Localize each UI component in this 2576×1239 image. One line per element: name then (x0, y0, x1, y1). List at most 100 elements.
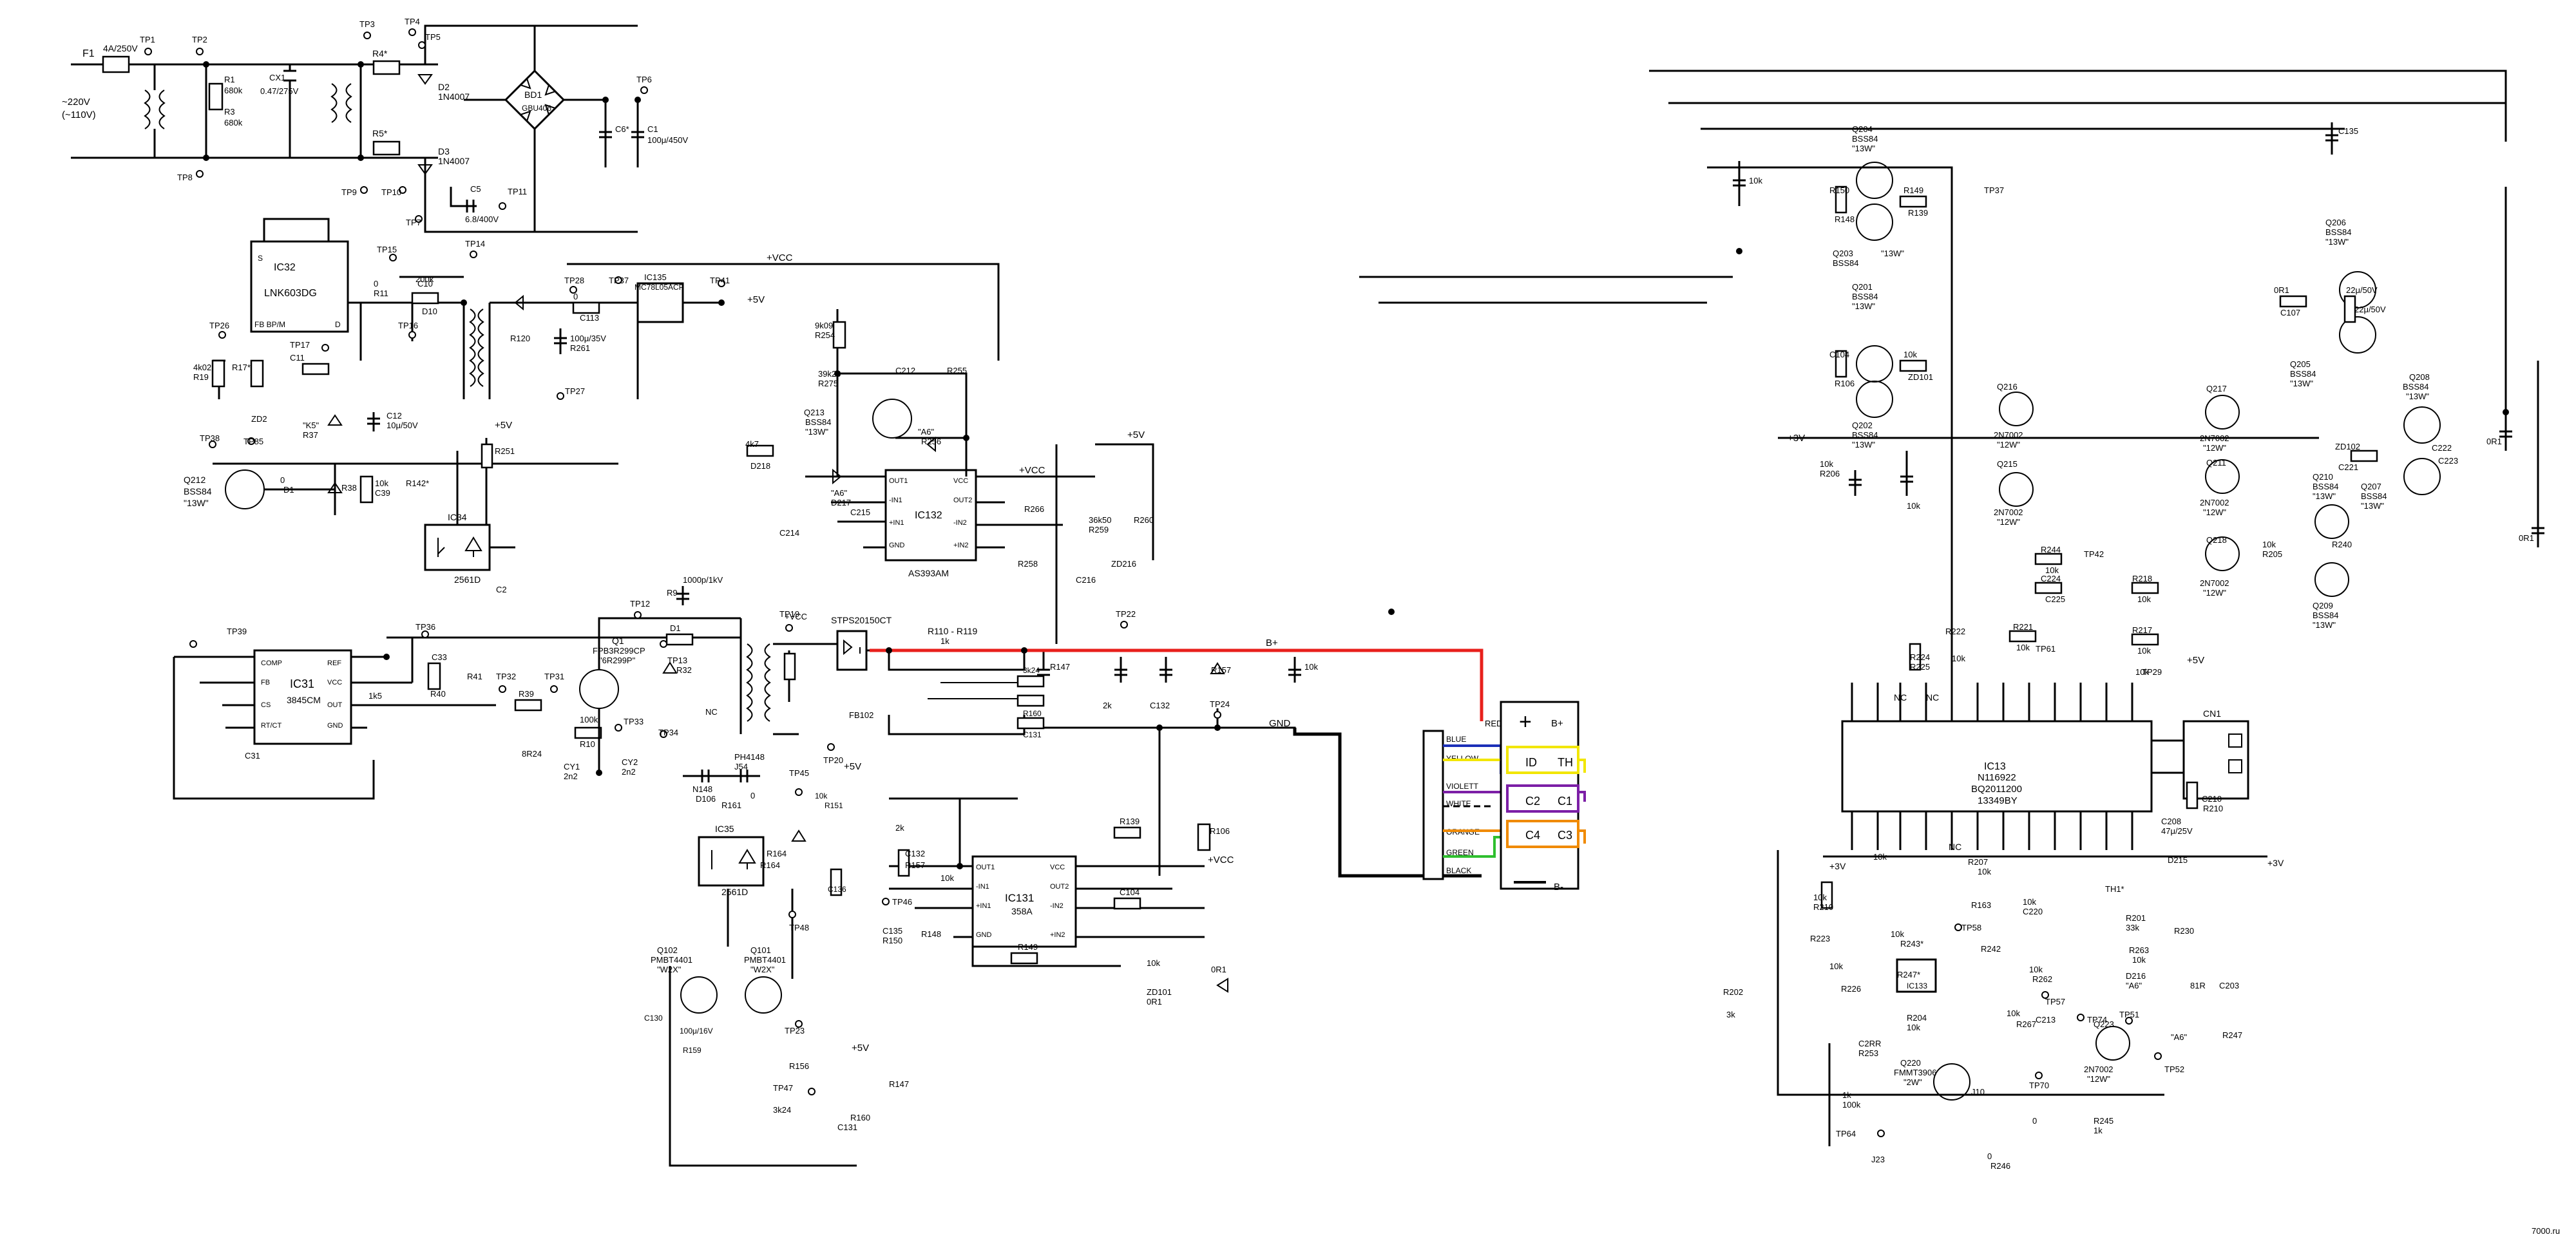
svg-text:R217: R217 (2132, 625, 2152, 635)
svg-text:R259: R259 (1089, 525, 1109, 534)
svg-text:TP58: TP58 (1961, 923, 1981, 932)
svg-text:TP52: TP52 (2164, 1064, 2184, 1074)
svg-text:FB BP/M: FB BP/M (254, 320, 285, 329)
svg-text:R148: R148 (921, 929, 941, 939)
svg-text:R149: R149 (1903, 185, 1923, 195)
svg-text:OUT: OUT (327, 701, 343, 709)
svg-text:+5V: +5V (2187, 655, 2204, 666)
svg-text:Q208: Q208 (2409, 372, 2430, 382)
svg-text:-IN2: -IN2 (1050, 902, 1064, 910)
svg-text:0R1: 0R1 (1147, 997, 1162, 1007)
svg-text:10k: 10k (2135, 667, 2149, 677)
svg-text:R37: R37 (303, 430, 318, 440)
svg-text:TP8: TP8 (177, 173, 193, 182)
svg-text:0: 0 (1987, 1151, 1992, 1161)
svg-text:J23: J23 (1871, 1155, 1885, 1164)
svg-text:TP19: TP19 (779, 609, 799, 619)
svg-text:C107: C107 (2280, 308, 2300, 317)
svg-text:TP6: TP6 (636, 75, 652, 84)
svg-text:TP20: TP20 (823, 755, 843, 765)
svg-text:33k: 33k (2126, 923, 2139, 932)
svg-text:C2: C2 (1525, 795, 1540, 808)
svg-text:+VCC: +VCC (1019, 465, 1045, 476)
svg-text:C104: C104 (1829, 350, 1849, 359)
svg-text:"13W": "13W" (1852, 440, 1875, 449)
svg-text:-IN2: -IN2 (953, 519, 967, 527)
svg-text:RT/CT: RT/CT (261, 722, 281, 730)
svg-text:C1: C1 (647, 124, 658, 134)
svg-text:"13W": "13W" (1852, 144, 1875, 153)
svg-text:R38: R38 (341, 483, 357, 493)
svg-text:BLACK: BLACK (1446, 866, 1471, 875)
svg-text:2k: 2k (1103, 701, 1112, 710)
svg-text:TP57: TP57 (2045, 997, 2065, 1007)
svg-text:R120: R120 (510, 334, 530, 343)
svg-text:TP34: TP34 (658, 728, 678, 737)
fuse-label: F1 (82, 48, 95, 59)
ic135-regulator: IC135 MC78L05ACP +VCC +5V (567, 252, 1000, 361)
svg-text:100k: 100k (580, 715, 598, 724)
svg-text:"13W": "13W" (2313, 620, 2336, 630)
svg-text:10k: 10k (1147, 958, 1160, 968)
svg-text:AS393AM: AS393AM (908, 568, 949, 578)
svg-text:TP33: TP33 (624, 717, 644, 726)
svg-text:N148: N148 (692, 784, 712, 794)
svg-text:+5V: +5V (1127, 430, 1145, 440)
svg-text:"13W": "13W" (1881, 249, 1904, 258)
svg-text:2N7002: 2N7002 (2200, 578, 2229, 588)
svg-text:NC: NC (1949, 842, 1961, 852)
svg-text:GREEN: GREEN (1446, 848, 1474, 857)
svg-text:C216: C216 (1076, 575, 1096, 585)
svg-text:ID: ID (1525, 756, 1537, 769)
svg-text:C223: C223 (2438, 456, 2458, 466)
svg-text:2n2: 2n2 (622, 767, 636, 777)
svg-text:"K5": "K5" (303, 421, 320, 430)
svg-text:TP10: TP10 (381, 187, 401, 197)
svg-text:OUT2: OUT2 (953, 497, 972, 504)
fuse-value: 4A/250V (103, 43, 138, 53)
svg-text:D106: D106 (696, 794, 716, 804)
svg-text:10k: 10k (1304, 662, 1318, 672)
svg-text:R222: R222 (1945, 627, 1965, 636)
svg-text:TP45: TP45 (789, 768, 809, 778)
svg-text:1k: 1k (1842, 1090, 1851, 1100)
svg-text:C132: C132 (905, 849, 925, 858)
svg-text:10k: 10k (2016, 643, 2030, 652)
svg-text:BSS84: BSS84 (2290, 369, 2316, 379)
svg-text:C212: C212 (895, 366, 915, 375)
svg-text:R161: R161 (721, 800, 741, 810)
svg-text:TP74: TP74 (2087, 1015, 2107, 1025)
svg-text:Q210: Q210 (2313, 472, 2333, 482)
svg-text:+5V: +5V (495, 420, 512, 431)
svg-text:~220V: ~220V (62, 97, 90, 108)
svg-text:R157: R157 (1211, 665, 1231, 675)
svg-text:R225: R225 (1910, 662, 1930, 672)
svg-text:10k: 10k (1873, 852, 1887, 862)
svg-text:IC132: IC132 (915, 510, 942, 521)
svg-text:R230: R230 (2174, 926, 2194, 936)
svg-text:1k: 1k (2094, 1126, 2103, 1135)
svg-text:TP38: TP38 (200, 433, 220, 443)
svg-text:TP47: TP47 (773, 1083, 793, 1093)
svg-text:D1: D1 (283, 485, 294, 495)
svg-text:(~110V): (~110V) (62, 109, 96, 120)
svg-text:C135: C135 (883, 926, 902, 936)
svg-text:TP46: TP46 (892, 897, 912, 907)
svg-text:2N7002: 2N7002 (2084, 1064, 2113, 1074)
svg-text:IC31: IC31 (290, 677, 314, 690)
svg-text:D218: D218 (750, 461, 770, 471)
svg-text:TP28: TP28 (564, 276, 584, 285)
battery-pack: + B+ ID TH C2 C1 C4 C3 B- (1500, 701, 1579, 893)
svg-text:+VCC: +VCC (767, 252, 793, 263)
svg-text:R205: R205 (2262, 549, 2282, 559)
main-transformer: +VCC NC (705, 612, 850, 735)
svg-text:+5V: +5V (852, 1043, 869, 1054)
svg-text:ZD216: ZD216 (1111, 559, 1136, 569)
svg-text:TP13: TP13 (667, 656, 687, 665)
svg-text:RED: RED (1485, 719, 1502, 728)
svg-text:TP51: TP51 (2119, 1010, 2139, 1019)
svg-text:Q212: Q212 (184, 475, 205, 485)
svg-text:B+: B+ (1266, 638, 1278, 648)
